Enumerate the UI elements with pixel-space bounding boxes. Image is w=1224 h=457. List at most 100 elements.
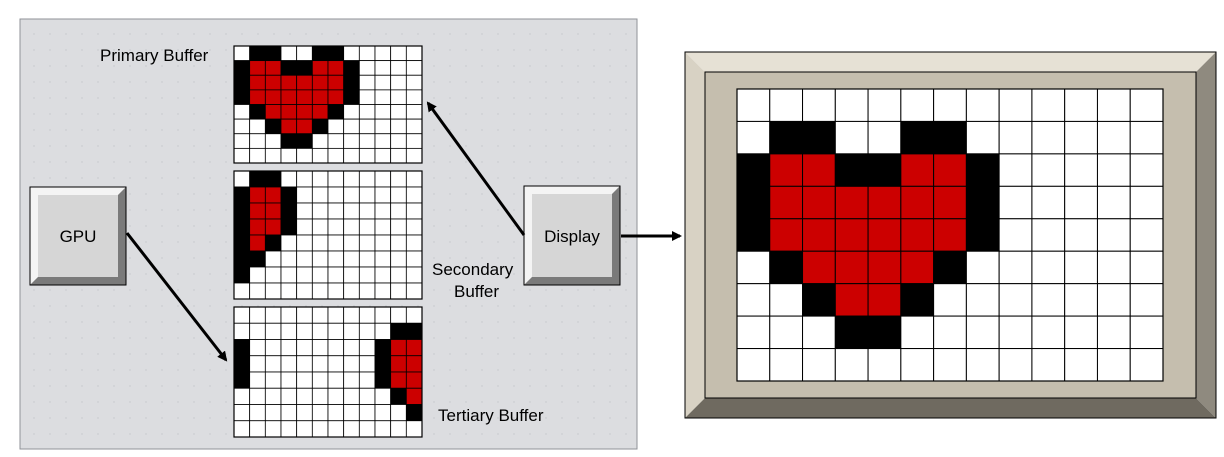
pixel-white (343, 371, 360, 389)
pixel-red (802, 250, 836, 285)
pixel-white (327, 404, 345, 422)
pixel-white (390, 282, 407, 300)
pixel-white (1064, 315, 1098, 350)
pixel-black (900, 283, 935, 317)
pixel-white (358, 266, 376, 284)
pixel-white (358, 45, 376, 62)
pixel-white (405, 250, 423, 268)
pixel-black (867, 315, 902, 350)
pixel-red (867, 250, 902, 285)
secondary-buffer-label-line1: Secondary (432, 260, 514, 279)
pixel-white (264, 266, 282, 284)
pixel-black (390, 322, 407, 340)
pixel-white (249, 371, 266, 389)
pixel-red (933, 218, 967, 252)
pixel-white (405, 147, 423, 164)
pixel-red (390, 355, 407, 373)
gpu-box[interactable]: GPU (29, 186, 127, 286)
pixel-white (358, 404, 376, 422)
pixel-white (280, 387, 298, 405)
pixel-red (264, 60, 282, 76)
pixel-white (405, 118, 423, 135)
gpu-to-tertiary-arrow (125, 232, 228, 362)
pixel-white (327, 282, 345, 300)
pixel-white (327, 147, 345, 164)
pixel-white (1031, 185, 1066, 220)
pixel-white (296, 202, 313, 220)
pixel-white (1064, 153, 1098, 187)
pixel-black (233, 234, 251, 252)
pixel-white (327, 133, 345, 149)
pixel-black (233, 266, 251, 284)
pixel-white (311, 202, 329, 220)
pixel-red (405, 371, 423, 389)
pixel-white (390, 404, 407, 422)
pixel-white (769, 88, 804, 122)
pixel-black (249, 104, 266, 120)
pixel-white (343, 186, 360, 204)
pixel-black (264, 234, 282, 252)
pixel-white (965, 250, 1000, 285)
pixel-white (327, 339, 345, 357)
pixel-white (327, 371, 345, 389)
pixel-red (296, 89, 313, 105)
pixel-white (374, 282, 392, 300)
pixel-black (769, 120, 804, 155)
display-screen-grid (736, 88, 1164, 382)
pixel-black (280, 218, 298, 236)
pixel-white (1064, 250, 1098, 285)
pixel-black (802, 283, 836, 317)
pixel-white (1064, 348, 1098, 382)
pixel-red (264, 218, 282, 236)
pixel-white (358, 371, 376, 389)
pixel-black (965, 185, 1000, 220)
pixel-white (933, 315, 967, 350)
pixel-black (374, 371, 392, 389)
pixel-red (900, 185, 935, 220)
pixel-black (867, 153, 902, 187)
display-to-primary-arrow (426, 101, 526, 236)
pixel-white (405, 202, 423, 220)
pixel-white (327, 202, 345, 220)
pixel-black (965, 218, 1000, 252)
pixel-white (343, 266, 360, 284)
pixel-white (280, 250, 298, 268)
pixel-white (311, 322, 329, 340)
pixel-white (327, 170, 345, 188)
tertiary-buffer-grid (233, 306, 423, 438)
pixel-red (311, 104, 329, 120)
pixel-black (311, 118, 329, 135)
pixel-red (249, 74, 266, 91)
pixel-red (834, 185, 869, 220)
pixel-white (280, 170, 298, 188)
display-box[interactable]: Display (523, 185, 621, 286)
pixel-red (264, 89, 282, 105)
pixel-white (358, 322, 376, 340)
pixel-white (343, 250, 360, 268)
grid-border (233, 45, 423, 164)
pixel-white (311, 339, 329, 357)
pixel-white (390, 306, 407, 324)
pixel-white (296, 45, 313, 62)
pixel-red (249, 234, 266, 252)
gpu-box-face (38, 195, 118, 277)
pixel-white (233, 104, 251, 120)
pixel-white (933, 348, 967, 382)
pixel-white (343, 306, 360, 324)
pixel-white (343, 118, 360, 135)
pixel-red (900, 250, 935, 285)
pixel-white (405, 282, 423, 300)
pixel-white (343, 282, 360, 300)
pixel-red (802, 153, 836, 187)
pixel-black (343, 89, 360, 105)
pixel-white (311, 387, 329, 405)
pixel-white (736, 315, 771, 350)
pixel-red (280, 118, 298, 135)
pixel-white (405, 218, 423, 236)
pixel-white (374, 60, 392, 76)
pixel-white (1096, 348, 1131, 382)
pixel-white (343, 218, 360, 236)
pixel-red (249, 186, 266, 204)
pixel-white (834, 348, 869, 382)
pixel-white (1129, 153, 1164, 187)
